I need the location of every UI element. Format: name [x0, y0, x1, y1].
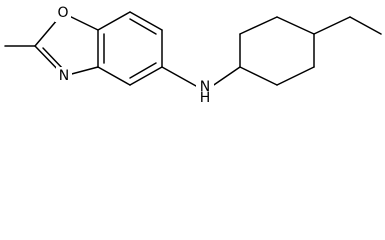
amine-hydrogen-atom-label: H — [200, 90, 211, 103]
oxazole-double-bond-c2-n — [42, 47, 65, 71]
oxygen-label-background — [55, 4, 71, 22]
ring-nitrogen-label-background — [56, 67, 72, 85]
oxygen-atom-label: O — [57, 5, 68, 21]
ethyl-bond-2 — [349, 16, 382, 35]
atom-label-layer: O N N H — [55, 4, 214, 103]
ring-nitrogen-atom-label: N — [59, 68, 69, 84]
chemical-structure-diagram: O N N H — [4, 4, 382, 103]
cyclohexane-bond-6 — [239, 66, 278, 86]
amine-label-background — [196, 82, 214, 101]
benzene-bond-c7a-c7 — [97, 11, 131, 31]
benzene-bond-c7-c6 — [129, 11, 163, 31]
benzene-double-bond-c5-c4 — [129, 62, 157, 79]
benzene-bond-c4-c3a — [97, 66, 131, 86]
cyclohexane-bond-5 — [276, 66, 315, 86]
cyclohexane-bond-2 — [239, 16, 278, 35]
benzene-double-bond-c7-c6 — [129, 18, 157, 35]
amine-nitrogen-atom-label: N — [200, 79, 210, 95]
benzene-bond-c5-c4 — [129, 66, 163, 86]
ethyl-bond-1 — [313, 16, 351, 35]
cyclohexane-bond-3 — [276, 16, 315, 35]
